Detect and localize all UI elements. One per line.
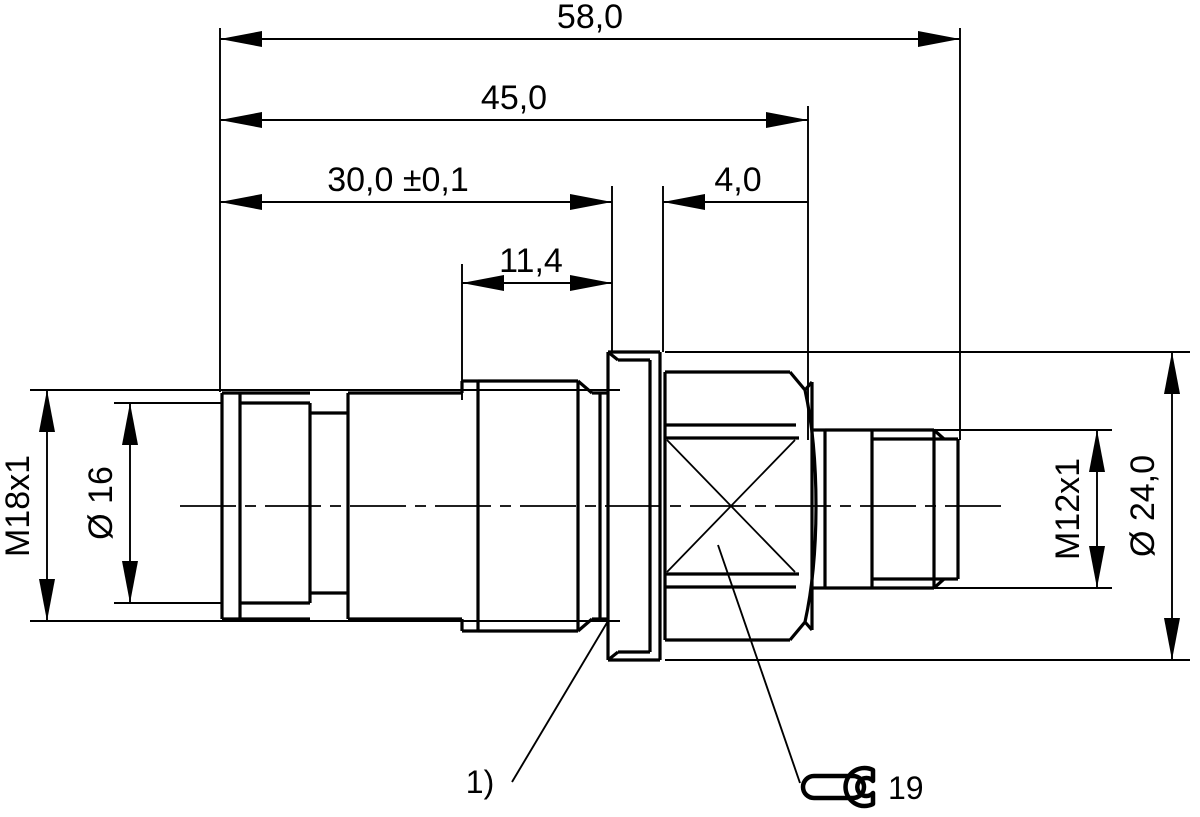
dimension-114-label: 11,4 <box>499 242 563 280</box>
extension-lines <box>219 28 961 440</box>
dimension-45: 45,0 <box>220 79 808 128</box>
footnote-reference-label: 1) <box>466 764 494 800</box>
leader-lines <box>511 544 801 784</box>
dimension-m18x1-label: M18x1 <box>0 455 37 557</box>
dimension-dia24-label: Ø 24,0 <box>1124 455 1162 557</box>
dimension-4: 4,0 <box>663 161 808 210</box>
wrench-size-label: 19 <box>888 770 924 806</box>
dimension-114: 11,4 <box>462 242 612 291</box>
dimension-30: 30,0 ±0,1 <box>220 161 612 210</box>
dimension-58-label: 58,0 <box>557 0 623 36</box>
dimension-4-label: 4,0 <box>714 161 761 199</box>
part-outline <box>220 350 960 662</box>
reference-lines <box>205 351 1190 661</box>
dimension-m12x1: M12x1 <box>962 429 1112 589</box>
dimension-dia16: Ø 16 <box>82 402 222 604</box>
dimension-m18x1: M18x1 <box>0 389 205 622</box>
dimension-30-label: 30,0 ±0,1 <box>327 161 469 199</box>
hex-cross-hatch <box>666 439 796 573</box>
dimension-m12x1-label: M12x1 <box>1049 458 1087 560</box>
dimension-dia24: Ø 24,0 <box>1124 351 1190 661</box>
dimension-45-label: 45,0 <box>481 79 547 117</box>
wrench-icon <box>800 765 876 809</box>
dimension-58: 58,0 <box>220 0 960 47</box>
dimension-dia16-label: Ø 16 <box>82 466 120 540</box>
